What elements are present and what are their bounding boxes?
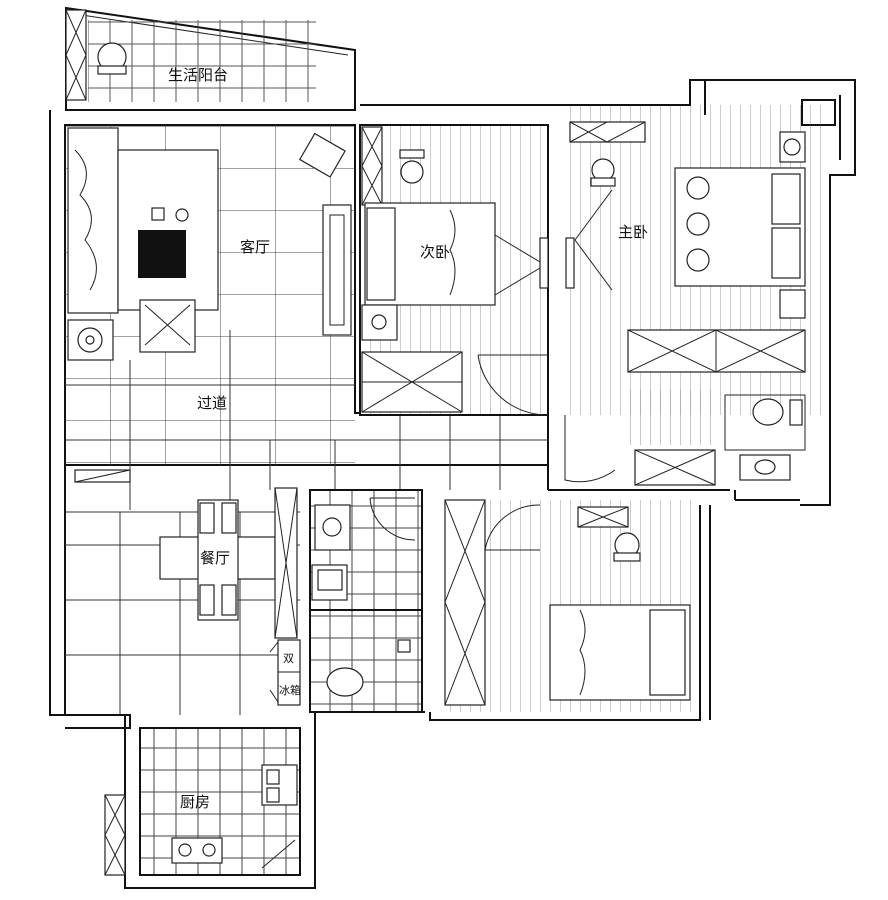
coffee-table-icon <box>138 230 186 278</box>
room-label-living: 客厅 <box>240 238 270 256</box>
second-bedroom <box>359 124 549 416</box>
fridge-mark: 双 <box>283 652 294 665</box>
room-label-corridor: 过道 <box>197 394 227 412</box>
public-bathroom <box>309 489 423 713</box>
dining-area <box>65 487 300 715</box>
living-room <box>65 125 355 465</box>
balcony-area <box>65 6 356 111</box>
room-label-master-bedroom: 主卧 <box>618 223 648 241</box>
room-label-dining: 餐厅 <box>200 549 230 567</box>
room-label-balcony: 生活阳台 <box>168 66 228 84</box>
chair-icon <box>97 42 127 75</box>
corridor <box>65 330 548 513</box>
chair-icon <box>613 532 641 562</box>
master-bedroom <box>565 105 830 415</box>
kitchen <box>104 727 301 876</box>
room-label-kitchen: 厨房 <box>180 793 210 811</box>
chair-icon <box>399 149 425 184</box>
master-bathroom <box>548 390 806 501</box>
fridge-label: 冰箱 <box>279 683 301 697</box>
chair-icon <box>590 158 616 187</box>
room-label-second-bedroom: 次卧 <box>420 243 450 261</box>
third-bedroom <box>444 499 700 712</box>
fridge-icon <box>269 639 301 706</box>
